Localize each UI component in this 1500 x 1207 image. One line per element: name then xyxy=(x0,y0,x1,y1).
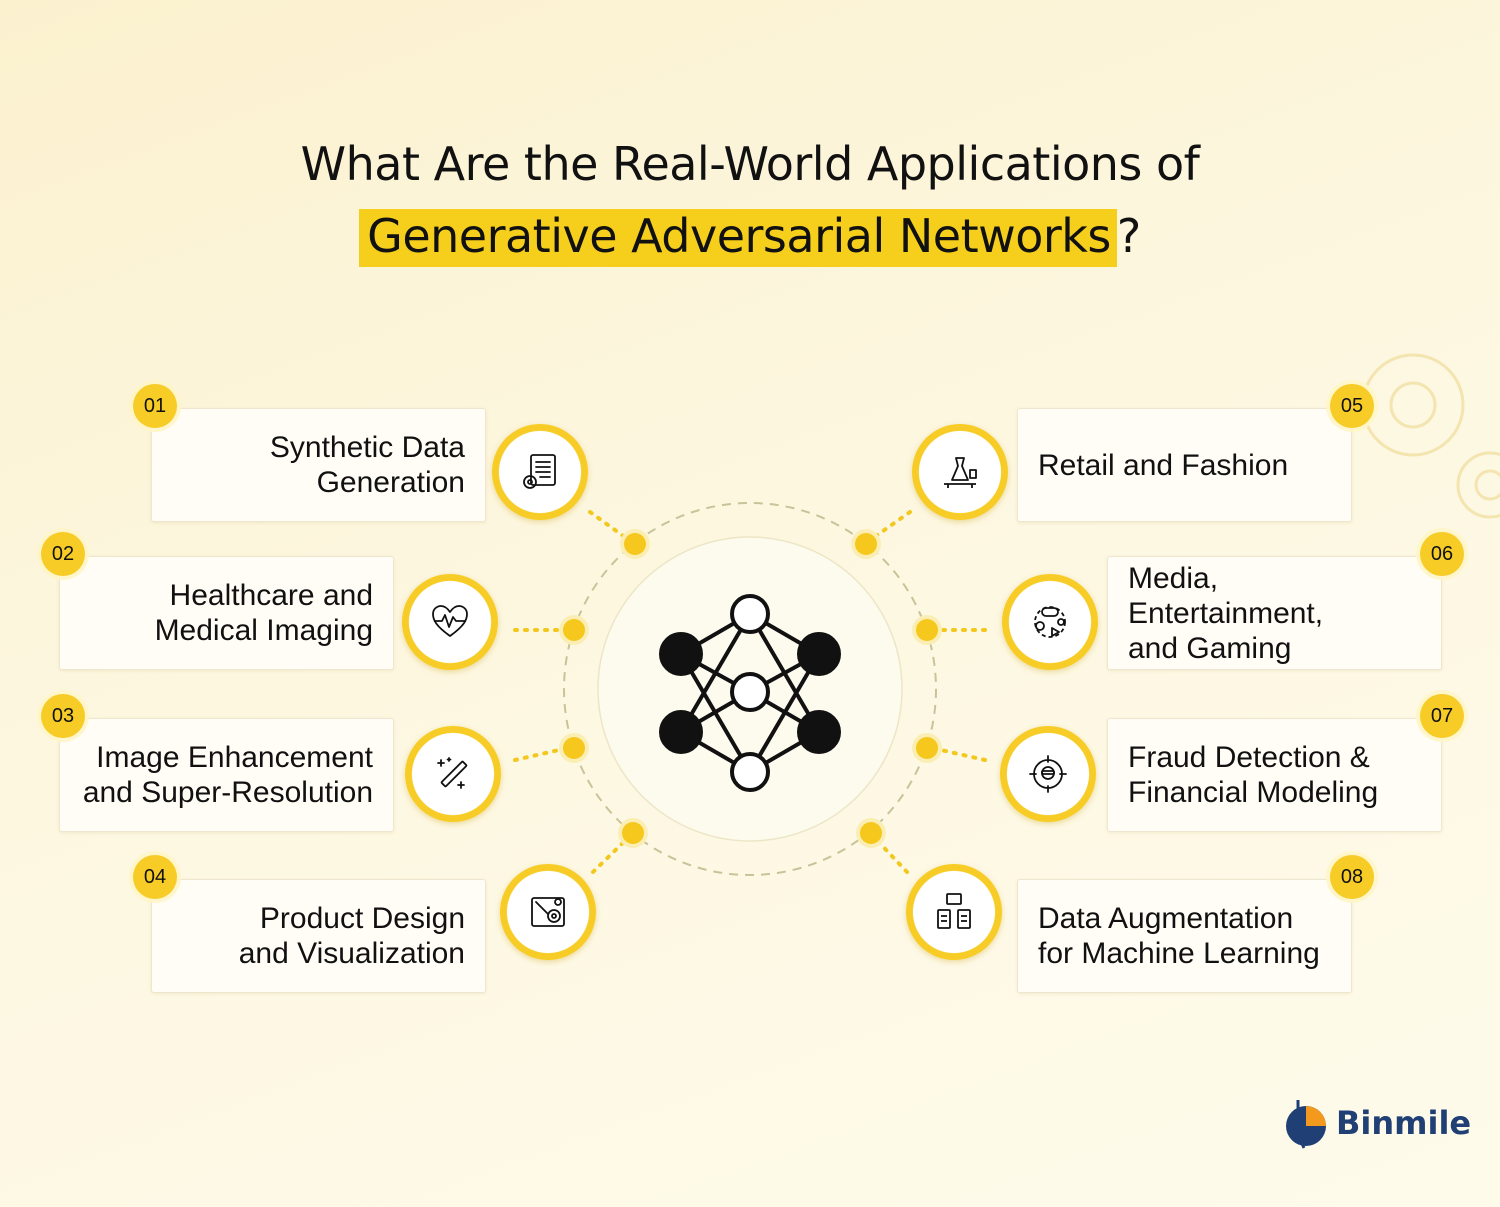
item-number-badge: 07 xyxy=(1420,694,1464,738)
item-label: Data Augmentation for Machine Learning xyxy=(1038,902,1320,970)
item-card-07: Fraud Detection & Financial Modeling xyxy=(1107,718,1442,832)
binmile-logo-icon xyxy=(1286,1099,1326,1149)
item-label: Fraud Detection & Financial Modeling xyxy=(1128,741,1379,809)
item-number-badge: 03 xyxy=(41,694,85,738)
item-card-02: Healthcare and Medical Imaging xyxy=(59,556,394,670)
title-highlight: Generative Adversarial Networks xyxy=(359,209,1117,267)
ring-dot xyxy=(860,822,882,844)
item-number-badge: 04 xyxy=(133,855,177,899)
ring-dot xyxy=(622,822,644,844)
item-card-04: Product Design and Visualization xyxy=(151,879,486,993)
ring-dot xyxy=(916,737,938,759)
item-number-badge: 01 xyxy=(133,384,177,428)
ring-dot xyxy=(855,533,877,555)
brand-name: Binmile xyxy=(1336,1104,1472,1142)
magic-wand-icon xyxy=(405,726,501,822)
ring-dot xyxy=(563,737,585,759)
document-gear-icon xyxy=(492,424,588,520)
item-label: Retail and Fashion xyxy=(1038,448,1289,482)
dress-store-icon xyxy=(912,424,1008,520)
ring-dot xyxy=(916,619,938,641)
item-number-badge: 06 xyxy=(1420,532,1464,576)
data-files-icon xyxy=(906,864,1002,960)
ring-dot xyxy=(624,533,646,555)
item-label: Healthcare and Medical Imaging xyxy=(154,579,373,647)
item-number-badge: 02 xyxy=(41,532,85,576)
item-label: Image Enhancement and Super-Resolution xyxy=(82,741,373,809)
gamepad-media-icon xyxy=(1002,574,1098,670)
item-card-06: Media, Entertainment, and Gaming xyxy=(1107,556,1442,670)
heart-pulse-icon xyxy=(402,574,498,670)
item-card-03: Image Enhancement and Super-Resolution xyxy=(59,718,394,832)
item-number-badge: 08 xyxy=(1330,855,1374,899)
outer-dashed-ring xyxy=(563,502,937,876)
title-suffix: ? xyxy=(1116,209,1141,263)
item-card-08: Data Augmentation for Machine Learning xyxy=(1017,879,1352,993)
item-label: Synthetic Data Generation xyxy=(269,431,465,499)
ring-dot xyxy=(563,619,585,641)
item-label: Media, Entertainment, and Gaming xyxy=(1128,561,1324,665)
item-label: Product Design and Visualization xyxy=(238,902,465,970)
design-tools-icon xyxy=(500,864,596,960)
title-line-2: Generative Adversarial Networks? xyxy=(0,200,1500,272)
brand-logo: Binmile xyxy=(1284,1096,1471,1150)
item-card-05: Retail and Fashion xyxy=(1017,408,1352,522)
item-card-01: Synthetic Data Generation xyxy=(151,408,486,522)
title-line-1: What Are the Real-World Applications of xyxy=(300,137,1200,191)
neural-network-icon xyxy=(659,594,841,792)
item-number-badge: 05 xyxy=(1330,384,1374,428)
fraud-target-icon xyxy=(1000,726,1096,822)
